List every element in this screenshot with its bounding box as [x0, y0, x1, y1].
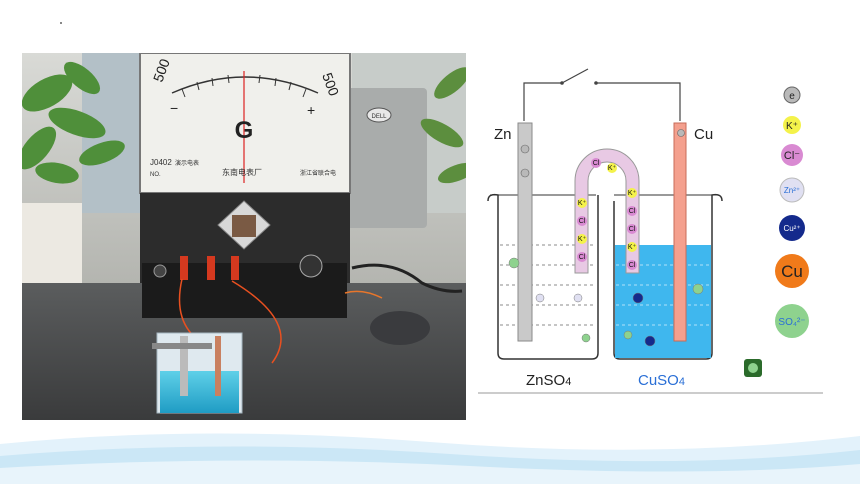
model-label: J0402 [150, 158, 172, 167]
sign-right: + [307, 102, 315, 118]
scale-left-label: 500 [150, 56, 173, 84]
zinc-label: Zn [494, 126, 512, 143]
svg-text:K⁺: K⁺ [608, 165, 617, 172]
switch-lever[interactable] [561, 68, 589, 84]
legend-potassium: K⁺ [786, 121, 798, 132]
zinc-electrode [517, 122, 533, 342]
no-label: NO. [150, 172, 161, 178]
model-desc: 演示电表 [175, 159, 199, 167]
ion-legend: e K⁺ Cl⁻ Zn²⁺ Cu²⁺ Cu SO₄²⁻ [744, 86, 809, 377]
decorative-wave [0, 433, 860, 484]
solution-right-label: CuSO4 [638, 372, 685, 389]
svg-text:K⁺: K⁺ [628, 190, 637, 197]
legend-copper-ion: Cu²⁺ [783, 224, 800, 233]
solution-left-label: ZnSO4 [526, 372, 571, 389]
svg-text:Cl: Cl [593, 160, 600, 167]
svg-text:Cl: Cl [579, 254, 586, 261]
copper-label: Cu [694, 126, 713, 143]
svg-text:K⁺: K⁺ [628, 244, 637, 251]
legend-sulfate: SO₄²⁻ [778, 317, 805, 328]
svg-text:Cl: Cl [579, 218, 586, 225]
apparatus-photo-drawing: DELL 500 500 − + G J [22, 53, 466, 420]
svg-text:Cl: Cl [629, 262, 636, 269]
green-square-inner [748, 363, 758, 373]
wire-left [523, 82, 562, 121]
svg-text:Cl: Cl [629, 226, 636, 233]
svg-text:Cl: Cl [629, 208, 636, 215]
cell-diagram-drawing: Zn Cu K⁺ Cl K⁺ Cl Cl K⁺ K⁺ Cl Cl K⁺ Cl [478, 68, 823, 394]
meter-label: G [235, 117, 254, 144]
switch-contact-left [560, 81, 564, 85]
svg-text:K⁺: K⁺ [578, 236, 587, 243]
legend-copper: Cu [781, 262, 803, 281]
legend-electron: e [789, 91, 795, 102]
legend-zinc: Zn²⁺ [784, 186, 800, 195]
corner-mark [60, 22, 62, 24]
copper-electrode [673, 122, 687, 342]
scale-right-label: 500 [319, 71, 342, 99]
galvanic-cell-diagram: Zn Cu K⁺ Cl K⁺ Cl Cl K⁺ K⁺ Cl Cl K⁺ Cl [478, 53, 823, 395]
sign-left: − [170, 100, 178, 116]
brand-label: DELL [371, 114, 387, 120]
maker-label: 东南电表厂 [222, 167, 262, 177]
wire-right [596, 82, 681, 121]
maker-right-label: 浙江省联合电 [300, 169, 336, 177]
svg-text:K⁺: K⁺ [578, 200, 587, 207]
apparatus-photo: DELL 500 500 − + G J [22, 53, 466, 420]
legend-chloride: Cl⁻ [784, 150, 800, 162]
